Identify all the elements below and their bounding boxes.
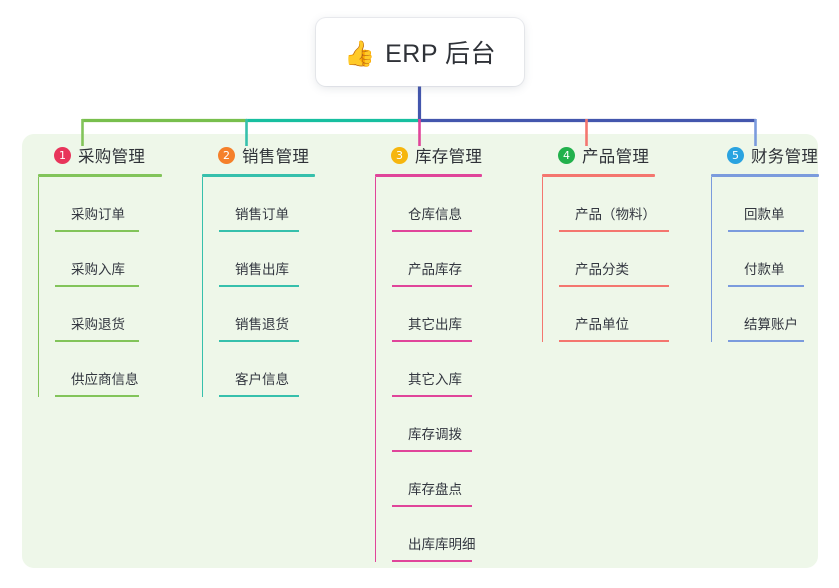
leaf-label: 产品库存 [408,262,462,277]
leaf-node[interactable]: 出库库明细 [392,507,482,562]
leaf-label: 客户信息 [235,372,289,387]
branch-header-rule [542,174,655,177]
branch-column-5: 5 财务管理回款单付款单结算账户 [711,142,819,342]
leaf-rule [728,285,804,287]
branch-header-rule [38,174,162,177]
page-title: ERP 后台 [385,40,497,68]
branch-title: 销售管理 [242,148,310,166]
leaf-rule [55,395,139,397]
branch-header-1[interactable]: 1 采购管理 [38,142,162,168]
leaf-label: 库存调拨 [408,427,462,442]
leaf-node[interactable]: 供应商信息 [55,342,162,397]
leaf-rule [392,285,472,287]
root-title-node[interactable]: 👍 ERP 后台 [316,18,524,86]
leaf-rule [55,230,139,232]
leaf-rule [219,395,299,397]
leaf-rule [559,285,669,287]
leaf-rule [219,340,299,342]
branch-title: 库存管理 [415,148,483,166]
leaf-label: 付款单 [744,262,785,277]
leaf-node[interactable]: 库存盘点 [392,452,482,507]
leaf-rule [728,230,804,232]
leaf-node[interactable]: 回款单 [728,177,819,232]
leaf-node[interactable]: 销售订单 [219,177,315,232]
branch-column-2: 2 销售管理销售订单销售出库销售退货客户信息 [202,142,315,397]
leaf-node[interactable]: 采购订单 [55,177,162,232]
leaf-label: 其它出库 [408,317,462,332]
leaf-node[interactable]: 销售出库 [219,232,315,287]
branch-header-3[interactable]: 3 库存管理 [375,142,482,168]
leaf-label: 销售出库 [235,262,289,277]
leaf-node[interactable]: 付款单 [728,232,819,287]
branch-number-badge: 1 [54,146,71,164]
branch-header-4[interactable]: 4 产品管理 [542,142,655,168]
leaf-rule [728,340,804,342]
branch-column-1: 1 采购管理采购订单采购入库采购退货供应商信息 [38,142,162,397]
leaf-node[interactable]: 销售退货 [219,287,315,342]
leaf-rule [392,340,472,342]
leaf-label: 结算账户 [744,317,798,332]
content-panel [22,134,818,568]
leaf-rule [392,230,472,232]
leaf-label: 仓库信息 [408,207,462,222]
branch-header-rule [375,174,482,177]
leaf-rule [55,340,139,342]
branch-title: 采购管理 [78,148,146,166]
leaf-node[interactable]: 客户信息 [219,342,315,397]
leaf-label: 销售退货 [235,317,289,332]
leaf-label: 出库库明细 [408,537,476,552]
leaf-rule [392,505,472,507]
branch-number-badge: 4 [558,146,575,164]
leaf-node[interactable]: 结算账户 [728,287,819,342]
leaf-label: 采购入库 [71,262,125,277]
leaf-node[interactable]: 采购退货 [55,287,162,342]
branch-spine: 产品（物料） 产品分类产品单位 [542,177,669,342]
branch-header-rule [202,174,315,177]
leaf-node[interactable]: 其它出库 [392,287,482,342]
leaf-rule [219,285,299,287]
leaf-node[interactable]: 库存调拨 [392,397,482,452]
leaf-rule [559,230,669,232]
leaf-node[interactable]: 产品分类 [559,232,669,287]
leaf-label: 采购订单 [71,207,125,222]
leaf-label: 采购退货 [71,317,125,332]
leaf-label: 产品分类 [575,262,629,277]
leaf-node[interactable]: 采购入库 [55,232,162,287]
leaf-label: 库存盘点 [408,482,462,497]
branch-header-2[interactable]: 2 销售管理 [202,142,315,168]
thumbs-up-emoji: 👍 [343,38,376,68]
branch-number-badge: 3 [391,146,408,164]
leaf-rule [392,560,472,562]
leaf-rule [392,395,472,397]
leaf-label: 产品（物料） [575,207,656,222]
leaf-rule [55,285,139,287]
leaf-rule [219,230,299,232]
branch-title: 财务管理 [751,148,819,166]
leaf-label: 供应商信息 [71,372,139,387]
branch-column-3: 3 库存管理仓库信息产品库存其它出库其它入库库存调拨库存盘点出库库明细 [375,142,482,562]
branch-number-badge: 2 [218,146,235,164]
branch-spine: 仓库信息产品库存其它出库其它入库库存调拨库存盘点出库库明细 [375,177,482,562]
branch-header-5[interactable]: 5 财务管理 [711,142,819,168]
leaf-node[interactable]: 产品（物料） [559,177,669,232]
branch-header-rule [711,174,819,177]
branch-spine: 采购订单采购入库采购退货供应商信息 [38,177,162,397]
leaf-label: 其它入库 [408,372,462,387]
leaf-rule [559,340,669,342]
branch-column-4: 4 产品管理产品（物料） 产品分类产品单位 [542,142,669,342]
branch-spine: 回款单付款单结算账户 [711,177,819,342]
leaf-label: 销售订单 [235,207,289,222]
branch-spine: 销售订单销售出库销售退货客户信息 [202,177,315,397]
leaf-label: 产品单位 [575,317,629,332]
leaf-node[interactable]: 仓库信息 [392,177,482,232]
leaf-node[interactable]: 产品单位 [559,287,669,342]
leaf-label: 回款单 [744,207,785,222]
branch-title: 产品管理 [582,148,650,166]
branch-number-badge: 5 [727,146,744,164]
leaf-rule [392,450,472,452]
branch-columns: 1 采购管理采购订单采购入库采购退货供应商信息 2 销售管理销售订单销售出库销售退货客… [22,134,819,568]
leaf-node[interactable]: 产品库存 [392,232,482,287]
leaf-node[interactable]: 其它入库 [392,342,482,397]
